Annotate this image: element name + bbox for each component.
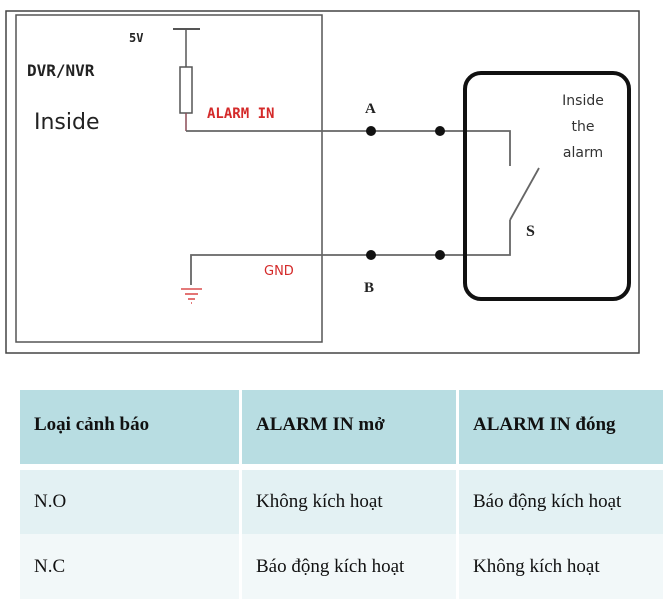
cell-open: Không kích hoạt <box>242 470 459 534</box>
alarm-inside-line-2: the <box>572 119 595 135</box>
alarm-type-table: Loại cảnh báo ALARM IN mở ALARM IN đóng … <box>20 390 663 599</box>
alarm-inside-line-1: Inside <box>562 93 604 109</box>
header-alarm-in-closed: ALARM IN đóng <box>459 390 663 470</box>
voltage-label: 5V <box>129 31 143 45</box>
table-header-row: Loại cảnh báo ALARM IN mở ALARM IN đóng <box>20 390 663 470</box>
cell-type: N.C <box>20 534 242 599</box>
terminal-a-node-2 <box>435 126 445 136</box>
alarm-inside-line-3: alarm <box>563 145 603 161</box>
terminal-a-label: A <box>365 101 376 117</box>
cell-closed: Báo động kích hoạt <box>459 470 663 534</box>
dvr-nvr-label: DVR/NVR <box>27 61 95 80</box>
pull-up-resistor <box>179 66 193 114</box>
terminal-b-node-2 <box>435 250 445 260</box>
gnd-label: GND <box>264 264 294 279</box>
terminal-a-node <box>366 126 376 136</box>
table-row: N.C Báo động kích hoạt Không kích hoạt <box>20 534 663 599</box>
cell-type: N.O <box>20 470 242 534</box>
alarm-in-label: ALARM IN <box>207 106 274 122</box>
cell-closed: Không kích hoạt <box>459 534 663 599</box>
ground-icon <box>181 288 202 304</box>
table-row: N.O Không kích hoạt Báo động kích hoạt <box>20 470 663 534</box>
terminal-b-label: B <box>364 280 374 296</box>
dvr-inside-label: Inside <box>34 110 100 135</box>
alarm-device-box <box>463 71 631 301</box>
header-alarm-type: Loại cảnh báo <box>20 390 242 470</box>
header-alarm-in-open: ALARM IN mở <box>242 390 459 470</box>
dvr-nvr-box <box>15 14 323 343</box>
switch-contact <box>509 167 540 221</box>
terminal-b-node <box>366 250 376 260</box>
alarm-wiring-diagram: DVR/NVR Inside 5V ALARM IN A B GND Insid… <box>5 10 640 354</box>
wire-a <box>186 130 511 166</box>
switch-label: S <box>526 223 535 240</box>
wire-b <box>190 220 511 285</box>
cell-open: Báo động kích hoạt <box>242 534 459 599</box>
